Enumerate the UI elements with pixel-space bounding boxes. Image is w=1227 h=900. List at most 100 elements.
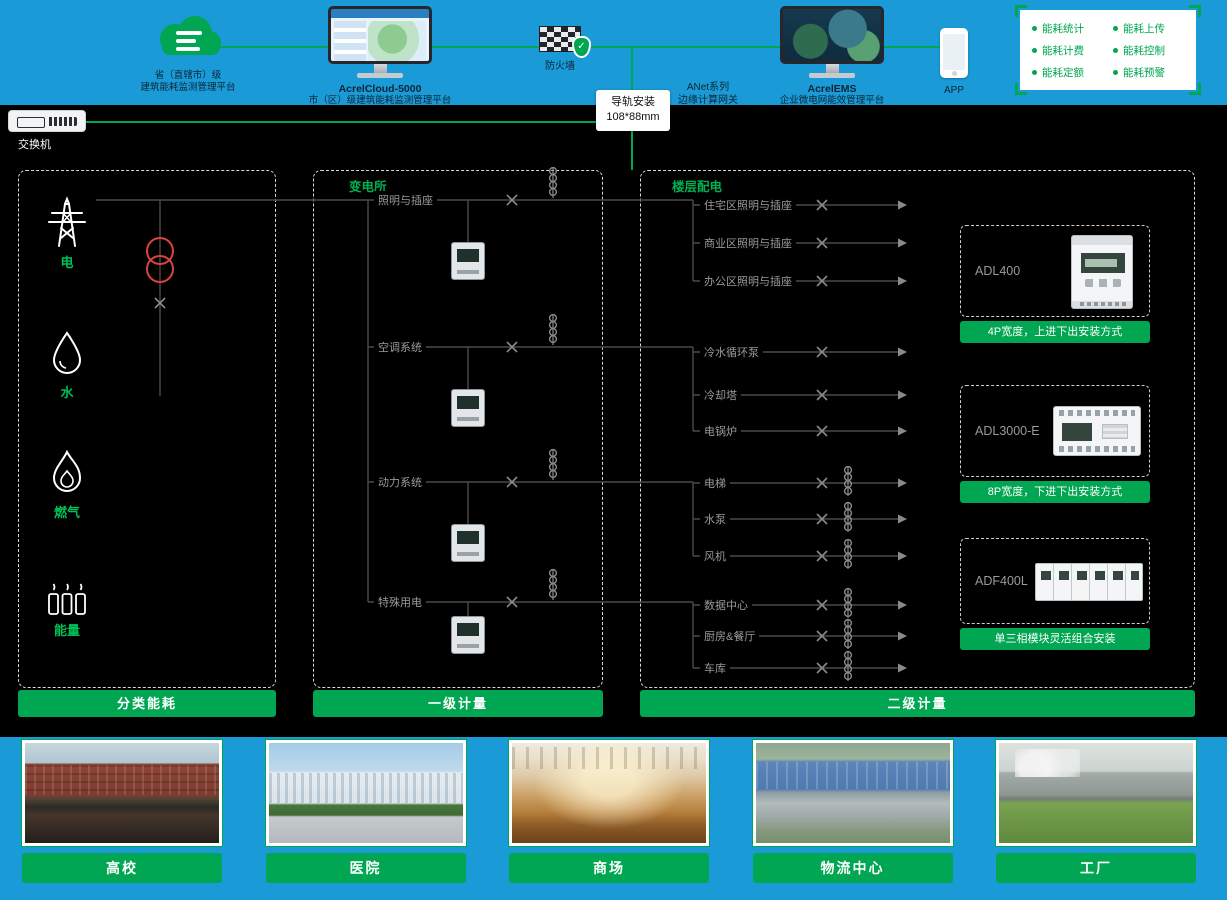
circuit-row-label: 空调系统 (374, 338, 426, 356)
circuit-row-label: 商业区照明与插座 (700, 234, 796, 252)
network-line-switch (86, 121, 633, 123)
circuit-row-label: 办公区照明与插座 (700, 272, 796, 290)
adl400-meter-image (1071, 235, 1133, 309)
circuit-row-label: 冷却塔 (700, 386, 741, 404)
product-caption: 4P宽度，上进下出安装方式 (960, 321, 1150, 343)
circuit-row-label: 数据中心 (700, 596, 752, 614)
bracket-corner-icon (1015, 5, 1027, 17)
monitor-icon (328, 6, 432, 78)
power-meter-icon (451, 242, 485, 280)
firewall-label: 防火墙 (545, 61, 575, 72)
substation-title: 变电所 (345, 176, 391, 195)
bracket-corner-icon (1189, 83, 1201, 95)
platform-desc: 企业微电网能效管理平台 (779, 95, 885, 106)
cloud-label-line1: 省（直辖市）级 (154, 70, 222, 81)
energy-type-label: 燃气 (53, 505, 80, 520)
circuit-row-label: 电梯 (700, 474, 730, 492)
panel-substation (313, 170, 603, 688)
circuit-row-label: 冷水循环泵 (700, 343, 763, 361)
acrelcloud-monitor-group: AcrelCloud-5000 市（区）级建筑能耗监测管理平台 (308, 6, 452, 107)
scene-label: 高校 (22, 853, 222, 883)
network-switch-group: 交换机 (8, 110, 86, 152)
product-block-adl400: ADL400 (960, 225, 1150, 317)
cloud-label-line2: 建筑能耗监测管理平台 (140, 82, 236, 94)
electricity-tower-icon (48, 196, 86, 247)
acrelems-monitor-group: AcrelEMS 企业微电网能效管理平台 (760, 6, 904, 107)
floor-title: 楼层配电 (668, 176, 727, 195)
scene-label: 商场 (509, 853, 709, 883)
scene-photo (265, 740, 466, 846)
feature-label: 能耗定额 (1042, 66, 1084, 79)
energy-type-label: 水 (60, 385, 74, 400)
feature-item: 能耗上传 (1113, 21, 1184, 36)
feature-label: 能耗控制 (1123, 44, 1165, 57)
water-drop-icon (52, 331, 82, 374)
feature-item: 能耗计费 (1032, 43, 1103, 58)
energy-type-label: 能量 (53, 623, 80, 638)
scene-photo (996, 740, 1196, 846)
app-label: APP (943, 85, 964, 96)
monitor-screen (328, 6, 432, 64)
bracket-corner-icon (1189, 5, 1201, 17)
platform-desc: 市（区）级建筑能耗监测管理平台 (308, 95, 452, 106)
feature-item: 能耗控制 (1113, 43, 1184, 58)
circuit-row-label: 动力系统 (374, 473, 426, 491)
meter-lcd (1041, 571, 1139, 580)
scene-card-4: 物流中心 (752, 740, 953, 883)
scene-card-5: 工厂 (996, 740, 1196, 883)
energy-cells-icon (48, 583, 86, 615)
power-meter-icon (451, 389, 485, 427)
circuit-row-label: 水泵 (700, 510, 730, 528)
app-group: APP (928, 28, 980, 97)
scene-card-2: 医院 (265, 740, 466, 883)
callout-line2: 108*88mm (606, 111, 660, 124)
gas-flame-icon (52, 450, 82, 492)
cloud-icon (160, 16, 221, 55)
footer-classified-energy: 分类能耗 (18, 690, 276, 717)
firewall-group: ✓ 防火墙 (518, 26, 602, 73)
footer-primary-metering: 一级计量 (313, 690, 603, 717)
scene-card-1: 高校 (22, 740, 222, 883)
scene-card-3: 商场 (509, 740, 709, 883)
meter-terminals (1059, 446, 1135, 452)
footer-secondary-metering: 二级计量 (640, 690, 1195, 717)
platform-name: AcrelCloud-5000 (338, 83, 422, 95)
bullet-icon (1032, 47, 1037, 53)
monitor-screen (780, 6, 884, 64)
adl3000e-meter-image (1053, 406, 1141, 456)
circuit-row-label: 照明与插座 (374, 191, 437, 209)
product-block-adf400l: ADF400L (960, 538, 1150, 624)
feature-label: 能耗上传 (1123, 22, 1165, 35)
product-caption: 单三相模块灵活组合安装 (960, 628, 1150, 650)
features-list: 能耗统计能耗上传能耗计费能耗控制能耗定额能耗预警 (1032, 21, 1184, 80)
scene-label: 工厂 (996, 853, 1196, 883)
circuit-row-label: 特殊用电 (374, 593, 426, 611)
meter-terminals (1059, 410, 1135, 416)
circuit-row-label: 车库 (700, 659, 730, 677)
circuit-row-label: 风机 (700, 547, 730, 565)
scene-photo (752, 740, 953, 846)
scene-label: 医院 (265, 853, 466, 883)
energy-type-label: 电 (60, 255, 74, 270)
feature-label: 能耗统计 (1042, 22, 1084, 35)
bullet-icon (1113, 47, 1118, 53)
bullet-icon (1032, 69, 1037, 75)
feature-item: 能耗定额 (1032, 65, 1103, 80)
scene-photo (22, 740, 222, 846)
bullet-icon (1032, 25, 1037, 31)
callout-line1: 导轨安装 (611, 96, 655, 108)
meter-connector (1102, 424, 1128, 439)
product-model: ADL400 (975, 264, 1021, 278)
platform-name: AcrelEMS (807, 83, 857, 95)
rail-mount-callout: 导轨安装 108*88mm (596, 90, 670, 131)
bracket-corner-icon (1015, 83, 1027, 95)
product-model: ADL3000-E (975, 424, 1040, 438)
adf400l-meter-image (1035, 563, 1143, 601)
circuit-row-label: 厨房&餐厅 (700, 627, 760, 645)
feature-label: 能耗计费 (1042, 44, 1084, 57)
feature-item: 能耗统计 (1032, 21, 1103, 36)
shield-icon: ✓ (572, 36, 591, 58)
cloud-platform-group: 省（直辖市）级 建筑能耗监测管理平台 (126, 10, 250, 95)
power-meter-icon (451, 524, 485, 562)
